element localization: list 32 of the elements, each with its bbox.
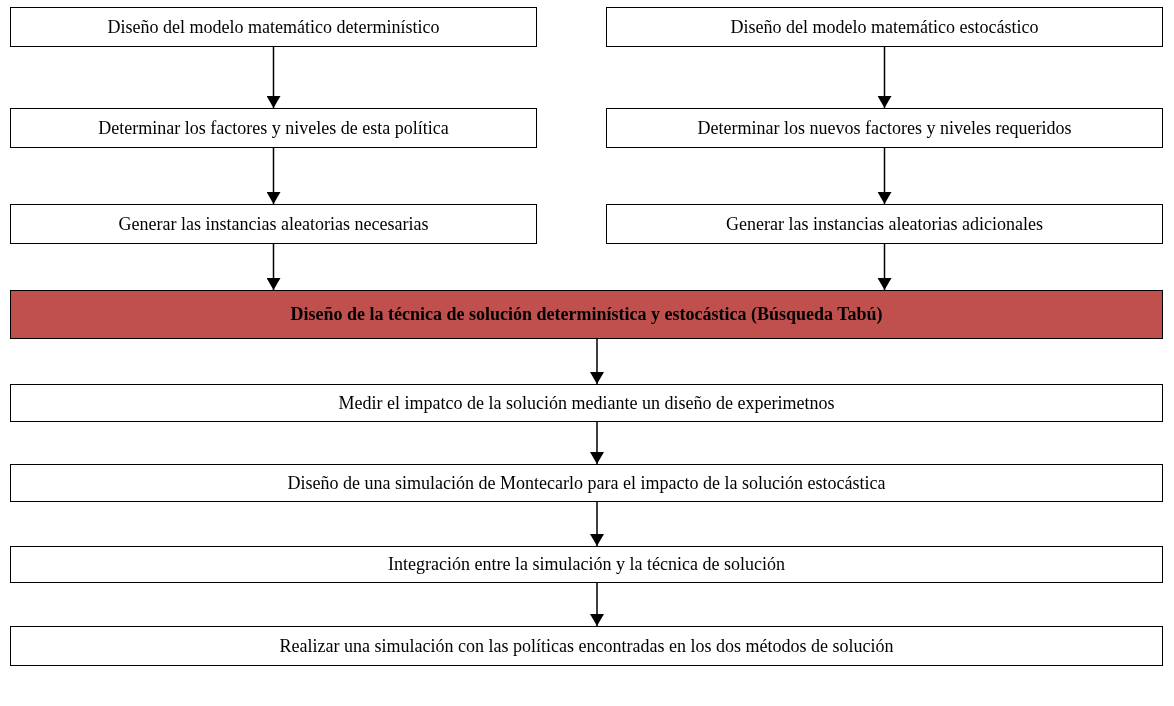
arrow	[590, 338, 604, 385]
process-box	[10, 464, 1163, 502]
process-box	[10, 7, 537, 47]
process-box	[606, 204, 1163, 244]
arrow	[266, 147, 281, 205]
box-text: Generar las instancias aleatorias necesarias	[118, 213, 429, 235]
box-text: Determinar los factores y niveles de esta política	[98, 117, 449, 139]
box-text: Diseño de una simulación de Montecarlo para el impacto de la solución estocástica	[287, 472, 886, 494]
process-box	[10, 384, 1163, 422]
arrow	[266, 243, 281, 291]
arrow	[266, 46, 281, 109]
box-text: Diseño del modelo matemático estocástico	[730, 16, 1039, 38]
box-text: Generar las instancias aleatorias adicionales	[726, 213, 1043, 235]
arrow	[590, 501, 604, 547]
box-text: Diseño del modelo matemático determinístico	[107, 16, 440, 38]
process-box	[10, 108, 537, 148]
process-box	[606, 7, 1163, 47]
process-box	[10, 546, 1163, 583]
box-text: Diseño de la técnica de solución determinística y estocástica (Búsqueda Tabú)	[290, 304, 883, 325]
highlighted-process-box	[10, 290, 1163, 339]
process-box	[10, 204, 537, 244]
arrow	[877, 243, 892, 291]
box-text: Medir el impatco de la solución mediante un diseño de experimetnos	[338, 392, 835, 414]
box-text: Integración entre la simulación y la técnica de solución	[388, 554, 785, 575]
arrow	[877, 147, 892, 205]
arrow	[590, 421, 604, 465]
arrow	[590, 582, 604, 627]
box-text: Determinar los nuevos factores y niveles requeridos	[697, 117, 1072, 139]
process-box	[606, 108, 1163, 148]
process-box	[10, 626, 1163, 666]
arrow	[877, 46, 892, 109]
box-text: Realizar una simulación con las políticas encontradas en los dos métodos de solución	[279, 635, 894, 657]
